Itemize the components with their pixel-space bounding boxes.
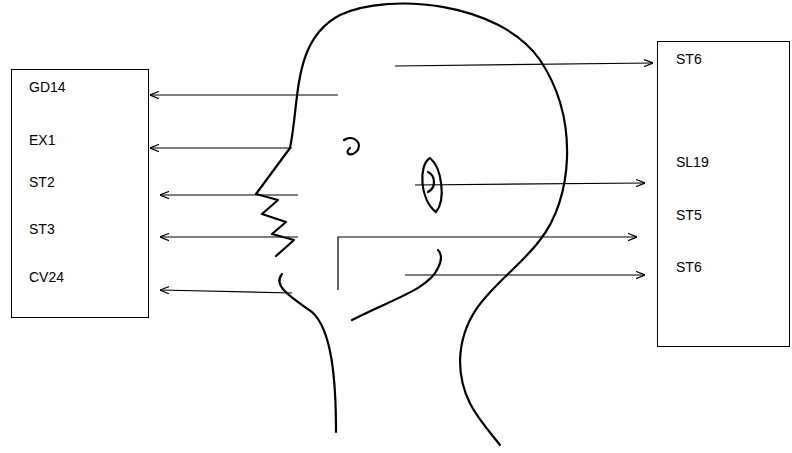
- point-label: ST2: [29, 173, 148, 191]
- face-profile: [256, 148, 294, 256]
- point-label: ST5: [676, 206, 789, 224]
- leader-line: [405, 274, 645, 275]
- leader-line: [415, 183, 645, 185]
- point-label: ST6: [676, 258, 789, 276]
- point-label: ST6: [676, 50, 789, 68]
- point-label: SL19: [676, 153, 789, 171]
- leader-line: [160, 194, 298, 195]
- point-label: GD14: [29, 78, 148, 96]
- jaw-line: [352, 250, 441, 320]
- leader-line: [160, 290, 292, 293]
- point-label: CV24: [29, 268, 148, 286]
- head-outline: [290, 4, 567, 445]
- label-box: ST6SL19ST5ST6: [657, 41, 790, 347]
- eye: [344, 138, 359, 154]
- leader-line: [160, 236, 298, 237]
- point-label: EX1: [29, 131, 148, 149]
- leader-line: [150, 147, 292, 148]
- leader-line: [338, 237, 637, 290]
- label-box: GD14EX1ST2ST3CV24: [11, 69, 149, 318]
- leader-line: [395, 63, 653, 66]
- point-label: ST3: [29, 220, 148, 238]
- chin-neck: [279, 274, 336, 432]
- leader-line: [150, 94, 338, 95]
